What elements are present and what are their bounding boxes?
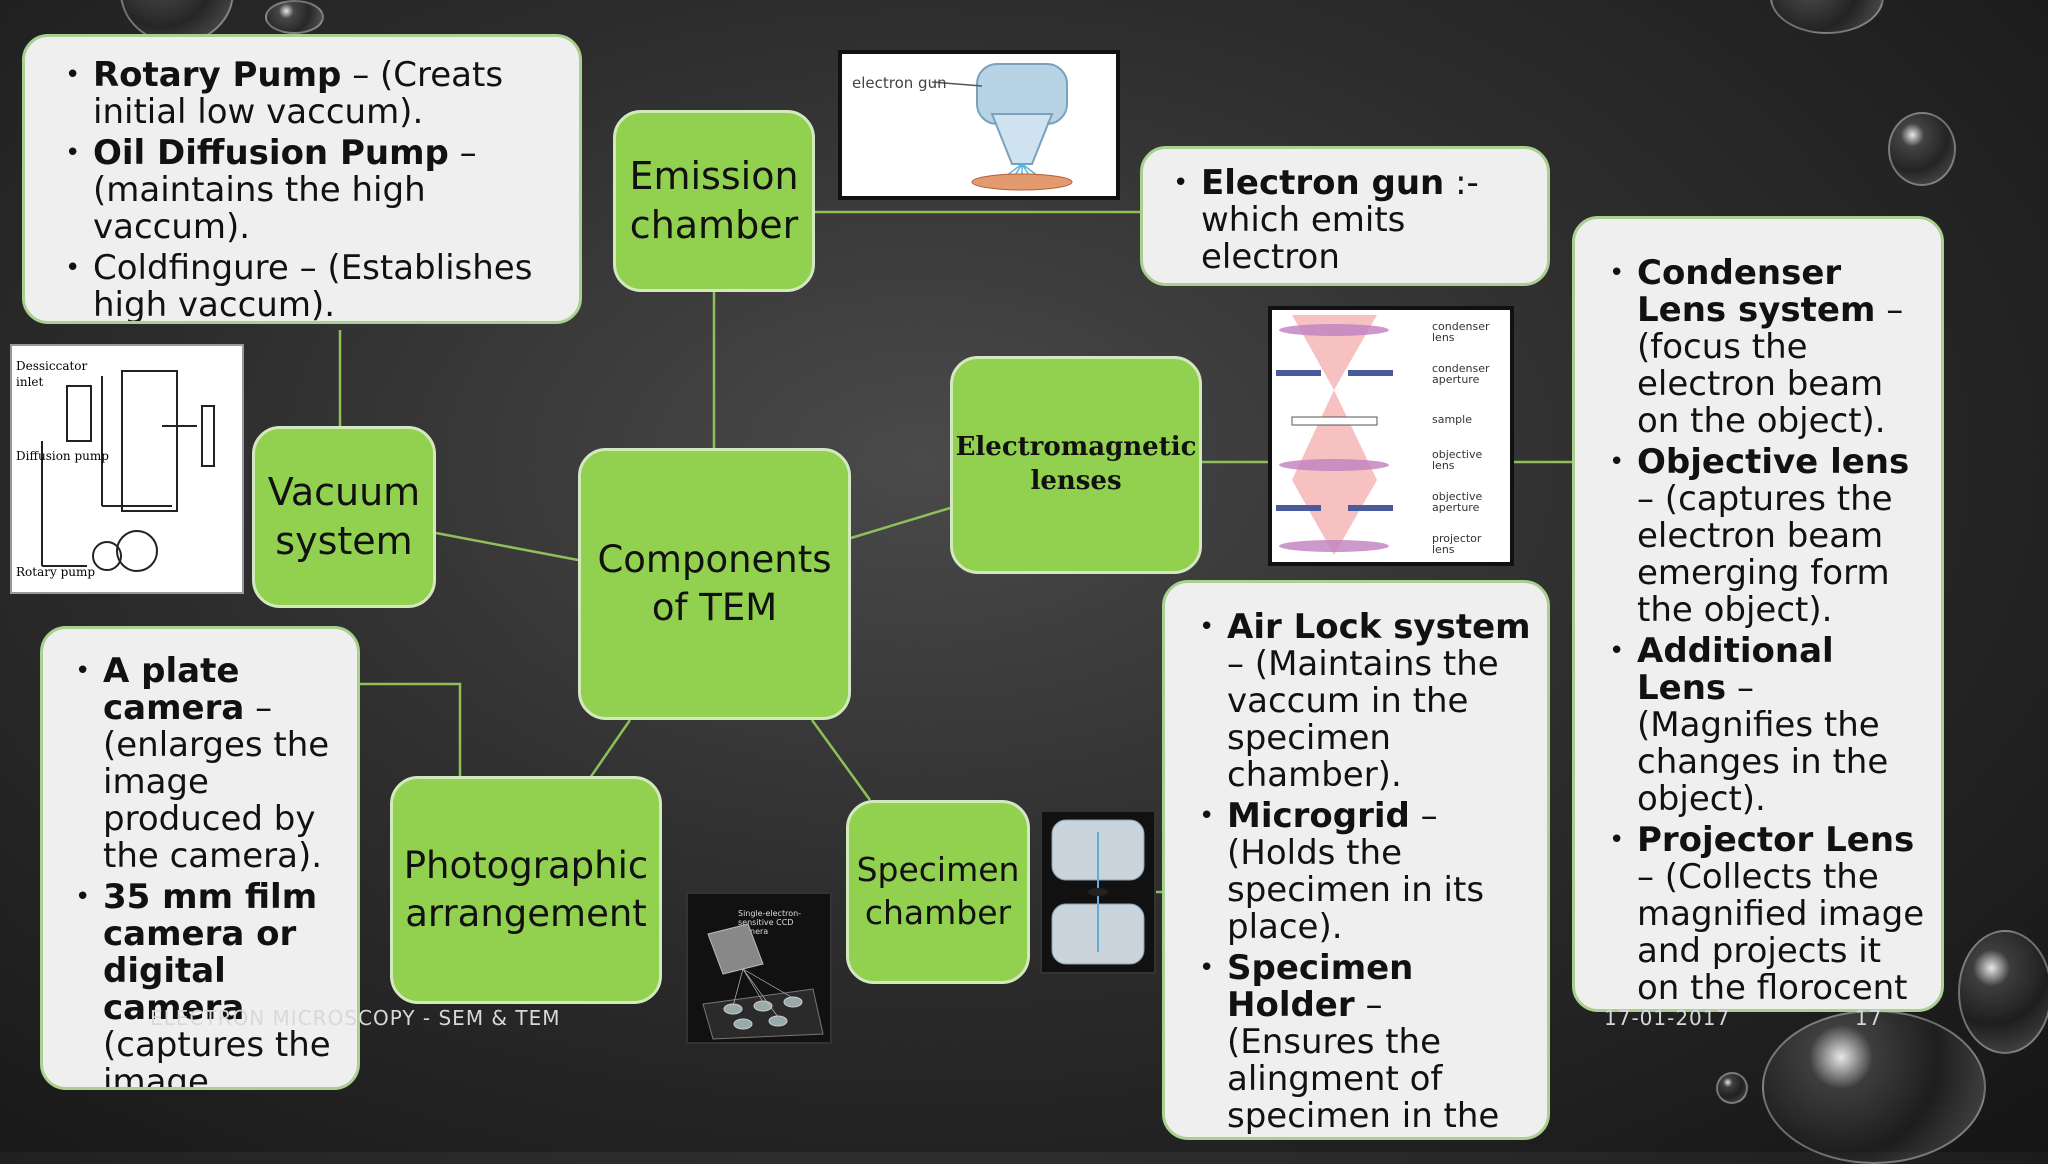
- diagram-label: aperture: [1432, 373, 1480, 386]
- bubble-decoration: [1958, 930, 2048, 1054]
- vacuum-details-box: Rotary Pump – (Creats initial low vaccum…: [22, 34, 582, 324]
- footer-date: 17-01-2017: [1604, 1006, 1731, 1030]
- diagram-label: lens: [1432, 331, 1455, 344]
- bubble-decoration: [1716, 1072, 1748, 1104]
- list-item: Microgrid – (Holds the specimen in its p…: [1199, 798, 1537, 946]
- diagram-label: camera: [738, 927, 768, 936]
- ccd-camera-image: Single-electron- sensitive CCD camera: [686, 892, 832, 1044]
- list-item: A plate camera – (enlarges the image pro…: [75, 653, 347, 875]
- footer-title: ELECTRON MICROSCOPY - SEM & TEM: [150, 1006, 561, 1030]
- list-item: Condenser Lens system – (focus the elect…: [1609, 255, 1927, 440]
- list-item: Electron gun :- which emits electron: [1173, 165, 1537, 276]
- diagram-label: projector: [1432, 532, 1482, 545]
- diagram-label: Single-electron-: [738, 909, 801, 918]
- list-item: Air Lock system – (Maintains the vaccum …: [1199, 609, 1537, 794]
- camera-details-box: A plate camera – (enlarges the image pro…: [40, 626, 360, 1090]
- vacuum-schematic-image: Dessiccator inlet Diffusion pump Rotary …: [10, 344, 244, 594]
- diagram-label: lens: [1432, 543, 1455, 556]
- ccd-camera-drawing: Single-electron- sensitive CCD camera: [702, 909, 824, 1040]
- diagram-label: sample: [1432, 413, 1472, 426]
- diagram-label: lens: [1432, 459, 1455, 472]
- specimen-chamber-drawing: [1051, 819, 1145, 965]
- list-item: Projector Lens – (Collects the magnified…: [1609, 822, 1927, 1010]
- diagram-label: condenser: [1432, 362, 1490, 375]
- list-item: Oil Diffusion Pump – (maintains the high…: [65, 135, 561, 246]
- list-item: Rotary Pump – (Creats initial low vaccum…: [65, 57, 561, 131]
- list-item: Specimen Holder – (Ensures the alingment…: [1199, 950, 1537, 1138]
- electron-gun-drawing: electron gun: [852, 63, 1073, 191]
- diagram-label: objective: [1432, 490, 1482, 503]
- lens-diagram-drawing: condenser lens condenser aperture sample…: [1276, 315, 1490, 556]
- photographic-arrangement-node: Photographic arrangement: [390, 776, 662, 1004]
- bubble-decoration: [1888, 112, 1956, 186]
- diagram-label: objective: [1432, 448, 1482, 461]
- list-item: 35 mm film camera or digital camera (cap…: [75, 879, 347, 1088]
- diagram-label: sensitive CCD: [738, 918, 793, 927]
- electron-gun-label: electron gun: [852, 74, 947, 92]
- electron-gun-image: electron gun: [838, 50, 1120, 200]
- vacuum-details-list: Rotary Pump – (Creats initial low vaccum…: [65, 57, 561, 322]
- diagram-label: Dessiccator: [16, 359, 88, 373]
- specimen-chamber-image: [1040, 810, 1156, 974]
- bubble-decoration: [1762, 1010, 1986, 1164]
- specimen-details-box: Air Lock system – (Maintains the vaccum …: [1162, 580, 1550, 1140]
- electromagnetic-lenses-node: Electromagnetic lenses: [950, 356, 1202, 574]
- specimen-chamber-node: Specimen chamber: [846, 800, 1030, 984]
- lens-diagram-image: condenser lens condenser aperture sample…: [1268, 306, 1514, 566]
- list-item: Coldfingure – (Establishes high vaccum).: [65, 250, 561, 322]
- diagram-label: Diffusion pump: [16, 449, 109, 463]
- diagram-label: aperture: [1432, 501, 1480, 514]
- diagram-label: Rotary pump: [16, 565, 95, 579]
- diagram-label: condenser: [1432, 320, 1490, 333]
- bubble-decoration: [265, 0, 324, 34]
- lens-details-box: Condenser Lens system – (focus the elect…: [1572, 216, 1944, 1012]
- vacuum-system-node: Vacuum system: [252, 426, 436, 608]
- footer-page-number: 17: [1855, 1006, 1883, 1030]
- specimen-details-list: Air Lock system – (Maintains the vaccum …: [1199, 609, 1537, 1138]
- camera-details-list: A plate camera – (enlarges the image pro…: [75, 653, 347, 1088]
- emission-chamber-node: Emission chamber: [613, 110, 815, 292]
- list-item: Additional Lens – (Magnifies the changes…: [1609, 633, 1927, 818]
- electron-gun-list: Electron gun :- which emits electron: [1173, 165, 1537, 276]
- electron-gun-box: Electron gun :- which emits electron: [1140, 146, 1550, 286]
- vacuum-schematic-drawing: Dessiccator inlet Diffusion pump Rotary …: [16, 359, 215, 579]
- list-item: Objective lens – (captures the electron …: [1609, 444, 1927, 629]
- components-of-tem-node: Components of TEM: [578, 448, 851, 720]
- lens-details-list: Condenser Lens system – (focus the elect…: [1609, 255, 1927, 1010]
- diagram-label: inlet: [16, 375, 44, 389]
